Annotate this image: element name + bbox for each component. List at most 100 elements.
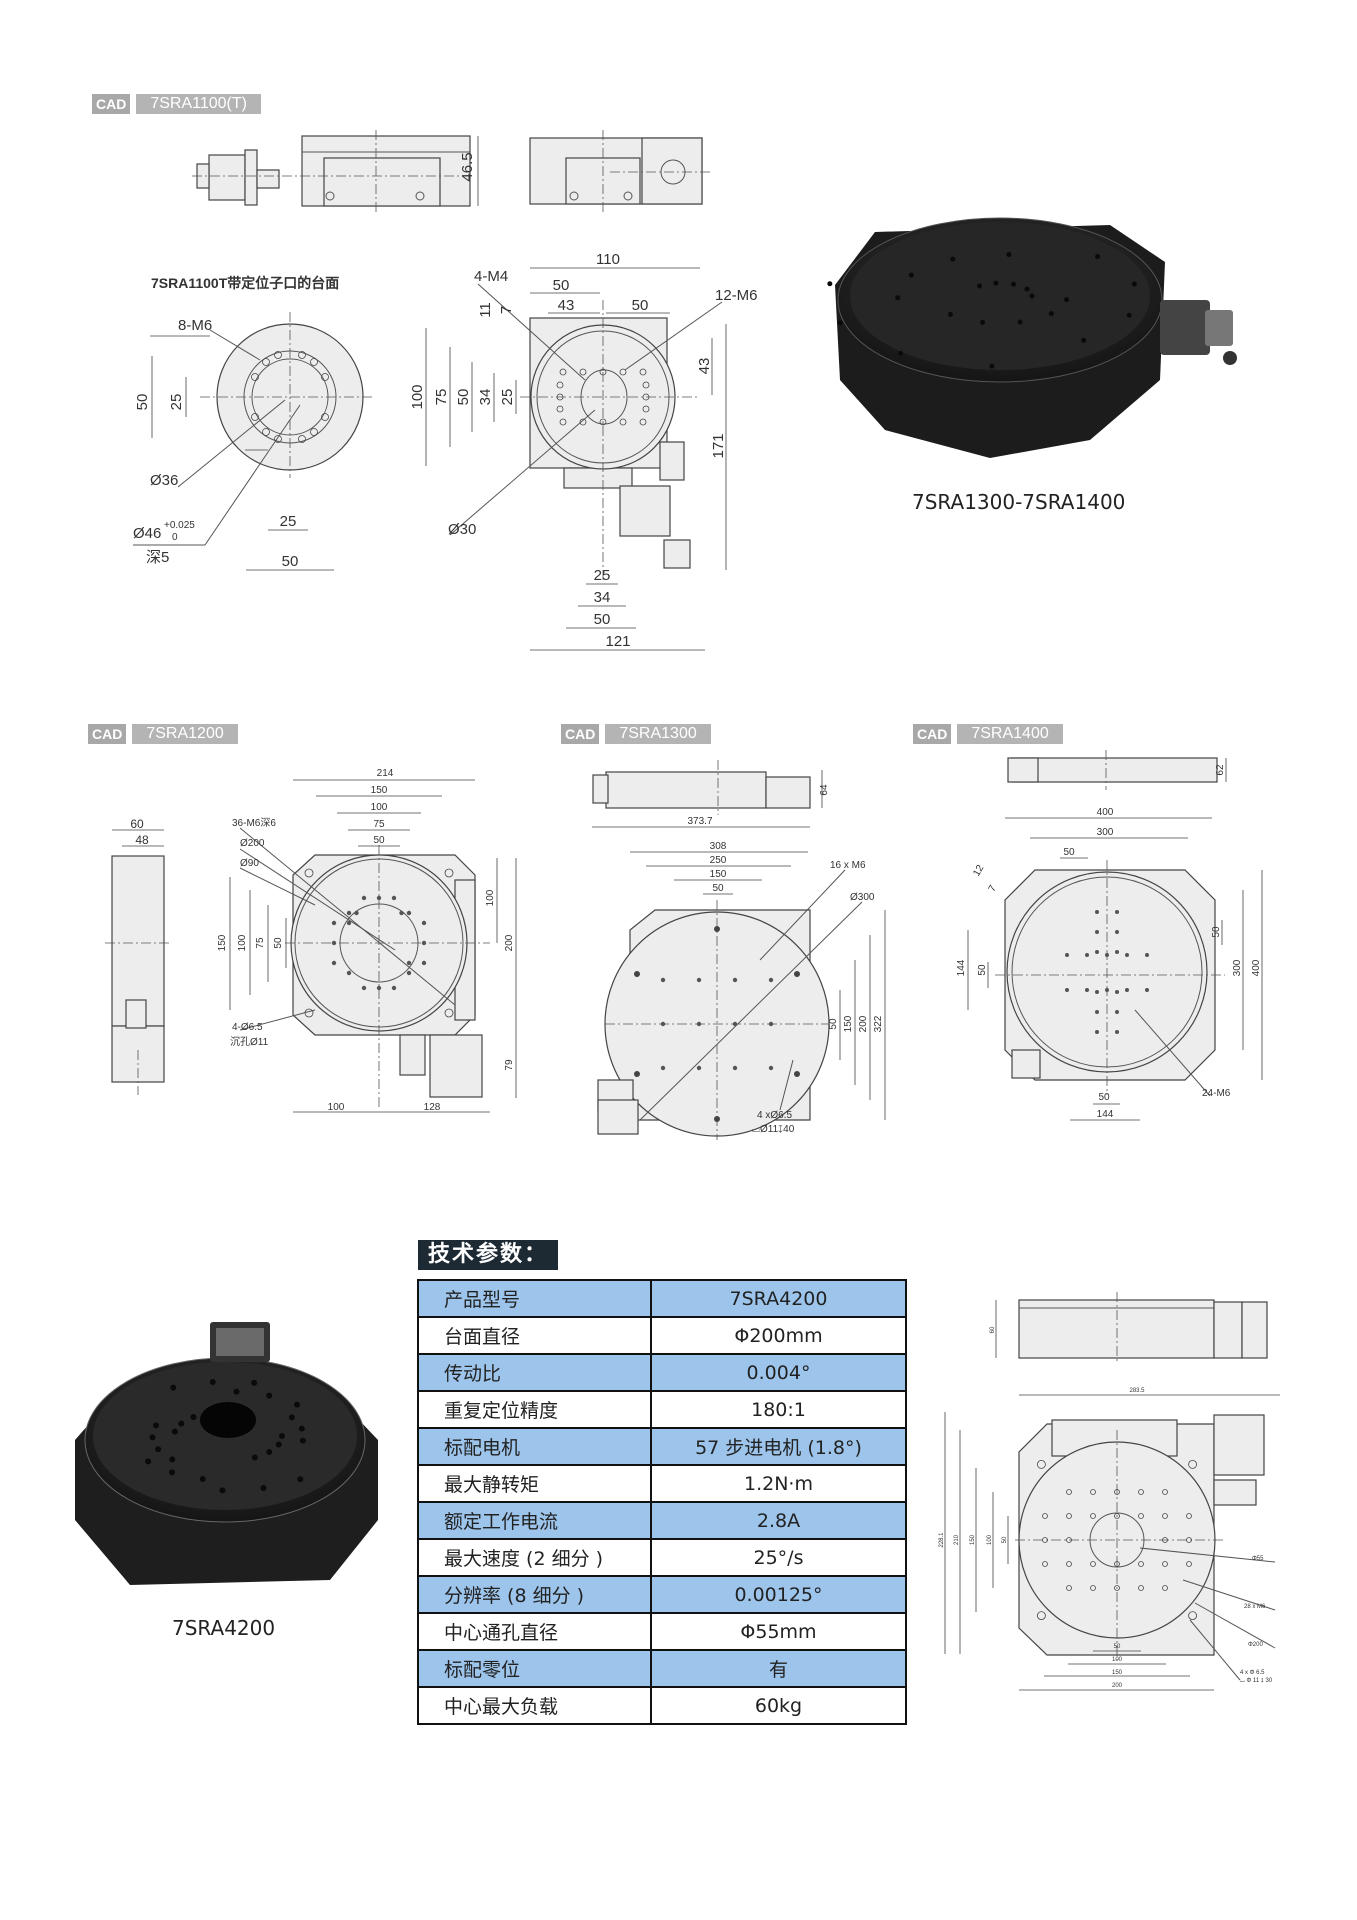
mounting-hole xyxy=(1095,1030,1099,1034)
spec-key: 标配电机 xyxy=(417,1427,652,1466)
dim-label: 200 xyxy=(504,934,515,951)
dim-label: 400 xyxy=(1097,807,1114,818)
mounting-hole xyxy=(310,428,318,436)
mounting-hole xyxy=(908,272,914,278)
dim-label: 50 xyxy=(282,553,299,570)
mounting-hole xyxy=(376,985,382,991)
mounting-hole xyxy=(331,920,337,926)
mounting-hole xyxy=(297,1476,304,1483)
drawing-7sra1100-end-view xyxy=(529,130,710,212)
dim-label: 144 xyxy=(1097,1109,1114,1120)
dim-label: 322 xyxy=(873,1015,884,1032)
mounting-hole xyxy=(642,405,650,413)
mounting-hole xyxy=(209,1378,216,1385)
mounting-hole xyxy=(1024,286,1030,292)
mounting-hole xyxy=(346,970,352,976)
mounting-hole xyxy=(660,977,666,983)
photo-caption-7sra4200: 7SRA4200 xyxy=(172,1616,276,1640)
mounting-hole xyxy=(1138,1489,1144,1495)
drawing-7sra4200: 60 283.5 228.1 210 150 100 50 Φ55 28 x M… xyxy=(939,1292,1280,1691)
dim-label: 62 xyxy=(1215,764,1226,776)
dim-label: 43 xyxy=(558,297,575,314)
mounting-hole xyxy=(1162,1513,1168,1519)
dim-label: Ø36 xyxy=(150,472,178,489)
drawing-7sra1100t-table-top: 7SRA1100T带定位子口的台面 8-M6 50 25 Ø36 Ø46 +0.… xyxy=(133,275,375,571)
mounting-hole xyxy=(898,350,904,356)
mounting-hole xyxy=(660,1021,666,1027)
dim-label: 50 xyxy=(1002,1536,1008,1543)
dim-label: 50 xyxy=(594,611,611,628)
spec-value: 0.004° xyxy=(650,1353,907,1392)
mounting-hole xyxy=(293,1401,300,1408)
dim-label: 100 xyxy=(237,934,248,951)
spec-key: 产品型号 xyxy=(417,1279,652,1318)
mounting-hole xyxy=(556,393,564,401)
mounting-hole xyxy=(275,1441,282,1448)
dim-label: 150 xyxy=(970,1534,976,1545)
spec-value: 7SRA4200 xyxy=(650,1279,907,1318)
dim-label: 16 x M6 xyxy=(830,860,866,871)
cad-label: CAD xyxy=(913,724,952,744)
dim-label: 150 xyxy=(843,1015,854,1032)
mounting-hole xyxy=(639,368,647,376)
drawing-7sra1200: 60 48 214 150 100 75 50 36-M6深6 xyxy=(105,768,517,1113)
mounting-hole xyxy=(421,940,427,946)
drawing-7sra1100-top-view: 110 4-M4 50 43 50 12-M6 11 7 100 75 50 3… xyxy=(409,251,758,651)
mounting-hole xyxy=(406,970,412,976)
mounting-hole xyxy=(634,1071,640,1077)
mounting-hole xyxy=(391,895,397,901)
dim-label: 64 xyxy=(819,784,830,796)
mounting-hole xyxy=(599,418,607,426)
spec-value: Φ55mm xyxy=(650,1612,907,1651)
dim-label: 100 xyxy=(409,384,426,409)
drawing-7sra1100-side-view: 46.5 xyxy=(192,130,479,214)
photo-caption-7sra1300-1400: 7SRA1300-7SRA1400 xyxy=(912,490,1126,514)
mounting-hole xyxy=(233,1388,240,1395)
dim-label: 150 xyxy=(1112,1670,1123,1676)
dim-label: Ø200 xyxy=(240,838,265,849)
mounting-hole xyxy=(1188,1611,1197,1620)
dim-label: 79 xyxy=(504,1059,515,1071)
dim-label: Φ200 xyxy=(1248,1642,1263,1648)
mounting-hole xyxy=(1138,1561,1144,1567)
mounting-hole xyxy=(579,368,587,376)
mounting-hole xyxy=(298,1425,305,1432)
mounting-hole xyxy=(170,1384,177,1391)
dim-label: 60 xyxy=(130,817,144,831)
mounting-hole xyxy=(1064,297,1070,303)
mounting-hole xyxy=(1186,1513,1192,1519)
mounting-hole xyxy=(1066,1537,1072,1543)
dim-label: 400 xyxy=(1251,959,1262,976)
mounting-hole xyxy=(152,1422,159,1429)
spec-value: 180:1 xyxy=(650,1390,907,1429)
dim-label: 228.1 xyxy=(939,1532,945,1548)
mounting-hole xyxy=(768,1065,774,1071)
mounting-hole xyxy=(1037,1611,1046,1620)
mounting-hole xyxy=(1065,988,1069,992)
dim-label: 7 xyxy=(987,883,1000,894)
mounting-hole xyxy=(251,1454,258,1461)
dim-label: 34 xyxy=(594,589,611,606)
dim-label: ⌴Ø11↧40 xyxy=(752,1124,795,1135)
mounting-hole xyxy=(1188,1460,1197,1469)
dim-label: 373.7 xyxy=(687,816,712,827)
mounting-hole xyxy=(1105,988,1109,992)
drawing-subtitle: 7SRA1100T带定位子口的台面 xyxy=(151,275,339,291)
mounting-hole xyxy=(1186,1537,1192,1543)
spec-row: 分辨率 (8 细分 )0.00125° xyxy=(417,1575,907,1614)
spec-row: 最大速度 (2 细分 )25°/s xyxy=(417,1538,907,1577)
mounting-hole xyxy=(155,1446,162,1453)
mounting-hole xyxy=(171,1428,178,1435)
mounting-hole xyxy=(1095,910,1099,914)
mounting-hole xyxy=(1162,1537,1168,1543)
mounting-hole xyxy=(1114,1489,1120,1495)
mounting-hole xyxy=(262,358,270,366)
mounting-hole xyxy=(950,256,956,262)
dim-label: 25 xyxy=(280,513,297,530)
dim-label: 11 xyxy=(477,302,494,318)
dim-label: 75 xyxy=(255,937,266,949)
spec-key: 中心最大负载 xyxy=(417,1686,652,1725)
